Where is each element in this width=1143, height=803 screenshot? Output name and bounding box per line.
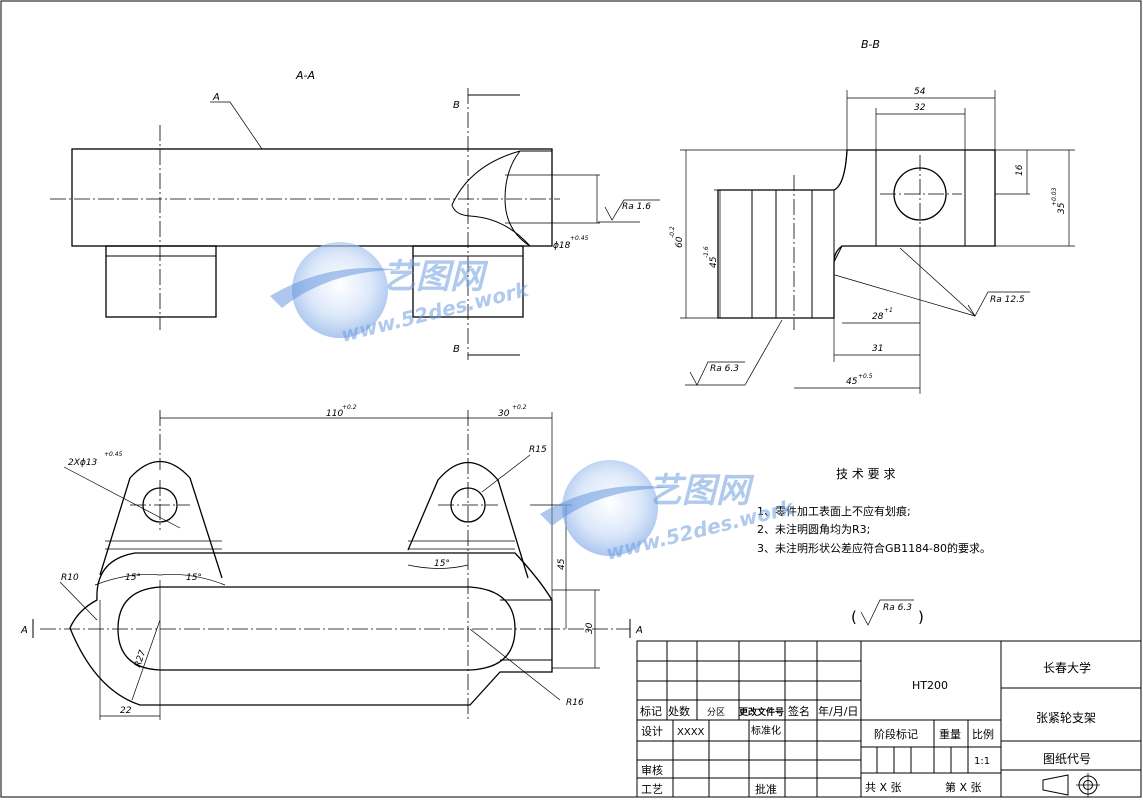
count-label: 处数 <box>668 705 690 718</box>
doc-no-label: 更改文件号 <box>739 706 784 718</box>
material-text: HT200 <box>912 679 948 692</box>
dim-2x13-tol: +0.45 <box>104 451 123 458</box>
lug-right <box>407 461 529 579</box>
angle-15-c: 15° <box>434 559 450 569</box>
dim-28: 28 <box>872 312 884 322</box>
scale-value: 1:1 <box>974 756 990 767</box>
lug-left <box>99 461 223 579</box>
dim-2x13: 2Xϕ13 <box>68 458 98 468</box>
tech-requirements: 技 术 要 求 1、零件加工表面上不应有划痕; 2、未注明圆角均为R3; 3、未… <box>757 467 991 555</box>
dim-16: 16 <box>1015 164 1025 176</box>
mark-label: 标记 <box>640 704 662 718</box>
dim-60-tol: -0.2 <box>669 226 676 238</box>
section-aa-view: A-A A B B Ra 1.6 ϕ18 +0.45 <box>50 69 660 360</box>
standard-label: 标准化 <box>751 724 781 737</box>
dim-30-plan: 30 <box>585 622 595 634</box>
weight-label: 重量 <box>939 727 961 741</box>
sign-label: 签名 <box>788 704 810 718</box>
dim-35-tol: +0.03 <box>1051 187 1058 206</box>
ra-12-5: Ra 12.5 <box>990 295 1025 305</box>
dim-28-tol: +1 <box>884 307 893 314</box>
dim-r10: R10 <box>61 573 79 583</box>
a-cut-label-right: A <box>635 625 643 636</box>
dim-45-left: 45 <box>709 256 719 268</box>
projection-symbol <box>1042 773 1100 797</box>
tech-title: 技 术 要 求 <box>836 467 895 481</box>
dim-32: 32 <box>914 103 926 113</box>
angle-15-a: 15° <box>125 573 141 583</box>
ra-6-3-section: Ra 6.3 <box>710 364 739 374</box>
section-aa-title: A-A <box>295 69 315 82</box>
sheet-number: 第 X 张 <box>945 780 982 794</box>
dim-r15: R15 <box>529 445 547 455</box>
plan-slot <box>117 586 516 671</box>
dim-phi18: ϕ18 <box>553 241 571 251</box>
aa-leader-label: A <box>212 92 220 103</box>
title-block: HT200 长春大学 张紧轮支架 图纸代号 标记 处数 分区 更改文件号 签名 … <box>636 640 1142 798</box>
section-bb-view: B-B 54 32 16 35 +0.03 <box>669 38 1075 394</box>
tech-req-3: 3、未注明形状公差应符合GB1184-80的要求。 <box>757 541 991 555</box>
ra-1-6: Ra 1.6 <box>622 202 651 212</box>
watermark-globe-icon-2 <box>562 460 658 556</box>
general-roughness: ( Ra 6.3 ) <box>851 599 924 626</box>
dim-110: 110 <box>326 409 343 419</box>
roughness-paren-open: ( <box>851 608 857 626</box>
scale-label: 比例 <box>972 727 994 741</box>
aa-boss-left <box>105 245 217 318</box>
watermark-1: 艺图网 www.52des.work <box>270 242 532 347</box>
bb-outline <box>717 149 996 319</box>
company-text: 长春大学 <box>1043 660 1091 675</box>
dim-30-tol: +0.2 <box>512 404 527 411</box>
dim-60: 60 <box>675 236 685 248</box>
tech-req-1: 1、零件加工表面上不应有划痕; <box>757 504 911 518</box>
roughness-paren-close: ) <box>918 608 924 626</box>
approve-label: 批准 <box>755 782 777 796</box>
dim-31: 31 <box>872 344 883 354</box>
plan-base-outline <box>69 552 553 706</box>
tech-req-2: 2、未注明圆角均为R3; <box>757 522 870 536</box>
watermark-globe-icon <box>292 242 388 338</box>
ra-6-3-general: Ra 6.3 <box>883 603 912 613</box>
watermark-cn-text-2: 艺图网 <box>648 471 755 511</box>
process-label: 工艺 <box>641 783 663 796</box>
dim-45-plan: 45 <box>557 558 567 570</box>
angle-15-b: 15° <box>186 573 202 583</box>
dim-22: 22 <box>120 706 132 716</box>
a-cut-label-left: A <box>20 625 28 636</box>
dim-54: 54 <box>914 87 926 97</box>
dim-30: 30 <box>498 409 510 419</box>
part-name-text: 张紧轮支架 <box>1036 711 1096 725</box>
dim-r16: R16 <box>566 698 584 708</box>
dim-45-bottom: 45 <box>846 377 858 387</box>
zone-label: 分区 <box>707 707 725 718</box>
stage-label: 阶段标记 <box>874 727 918 741</box>
dim-110-tol: +0.2 <box>342 404 357 411</box>
total-sheets: 共 X 张 <box>865 781 902 794</box>
dim-phi18-tol: +0.45 <box>570 235 589 242</box>
plan-view: 110 +0.2 30 +0.2 A A 2Xϕ13 +0.45 <box>20 404 643 720</box>
design-label: 设计 <box>641 725 663 738</box>
section-bb-title: B-B <box>861 38 880 51</box>
dim-45-left-tol: -1.6 <box>703 246 710 258</box>
date-label: 年/月/日 <box>818 704 858 718</box>
dim-45-bottom-tol: +0.5 <box>858 373 873 380</box>
aa-body-outline <box>71 148 553 247</box>
bb-cut-label-bottom: B <box>453 344 460 355</box>
review-label: 审核 <box>641 763 663 777</box>
dim-35: 35 <box>1057 202 1067 214</box>
bb-cut-label-top: B <box>453 100 460 111</box>
watermark-cn-text: 艺图网 <box>382 257 489 297</box>
designer-name: XXXX <box>677 727 705 738</box>
aa-hatched-cut <box>504 150 553 247</box>
drawing-number-label: 图纸代号 <box>1043 752 1091 766</box>
